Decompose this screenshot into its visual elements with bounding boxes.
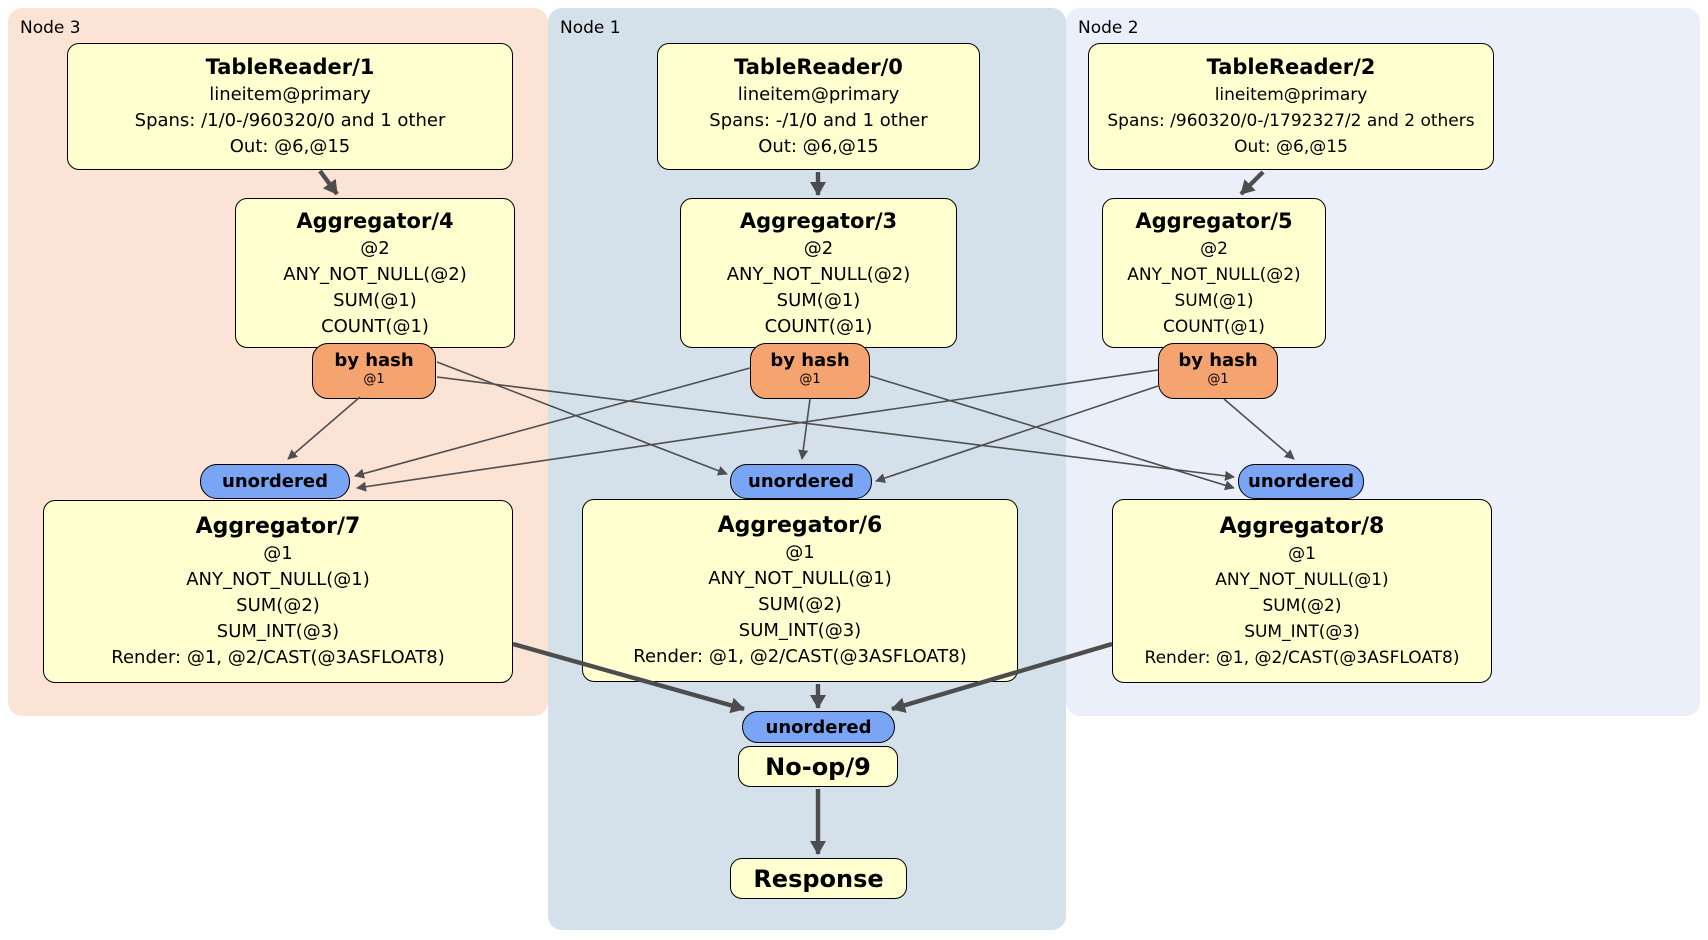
- aggregator7-box: Aggregator/7 @1 ANY_NOT_NULL(@1) SUM(@2)…: [43, 500, 513, 683]
- box-line: SUM(@1): [776, 289, 861, 311]
- box-title: Aggregator/6: [717, 513, 883, 538]
- box-line: @1: [1288, 543, 1316, 564]
- box-title: TableReader/1: [205, 55, 375, 79]
- box-line: @1: [785, 542, 815, 563]
- node1-label: Node 1: [560, 18, 621, 38]
- aggregator8-box: Aggregator/8 @1 ANY_NOT_NULL(@1) SUM(@2)…: [1112, 499, 1492, 683]
- box-line: Out: @6,@15: [1234, 137, 1348, 157]
- box-line: Out: @6,@15: [758, 136, 879, 157]
- box-title: TableReader/2: [1206, 55, 1376, 79]
- box-line: SUM(@1): [333, 289, 417, 311]
- box-title: TableReader/0: [734, 55, 903, 79]
- tablereader0-box: TableReader/0 lineitem@primary Spans: -/…: [657, 43, 980, 170]
- router-label: by hash: [1178, 350, 1258, 371]
- box-title: Response: [753, 864, 884, 893]
- box-line: SUM_INT(@3): [216, 621, 340, 642]
- by-hash-router-node2: by hash @1: [1158, 343, 1278, 399]
- tablereader2-box: TableReader/2 lineitem@primary Spans: /9…: [1088, 43, 1494, 170]
- box-line: @1: [263, 543, 293, 564]
- box-line: SUM(@2): [758, 594, 842, 615]
- response-box: Response: [730, 858, 907, 899]
- box-line: SUM_INT(@3): [1244, 621, 1360, 642]
- box-line: lineitem@primary: [737, 84, 900, 105]
- box-line: Out: @6,@15: [229, 136, 351, 157]
- noop-box: No-op/9: [738, 746, 898, 787]
- router-label: by hash: [770, 350, 850, 371]
- box-line: @2: [1200, 238, 1228, 259]
- box-line: lineitem@primary: [1214, 85, 1368, 105]
- box-title: Aggregator/7: [195, 514, 361, 539]
- box-line: @2: [360, 237, 390, 259]
- box-line: ANY_NOT_NULL(@2): [726, 263, 911, 285]
- unordered-sync-final: unordered: [742, 711, 895, 743]
- unordered-sync-node2: unordered: [1238, 464, 1364, 499]
- sync-label: unordered: [222, 471, 328, 492]
- box-line: COUNT(@1): [321, 315, 429, 337]
- box-line: Render: @1, @2/CAST(@3ASFLOAT8): [633, 646, 967, 667]
- box-title: Aggregator/3: [739, 208, 898, 233]
- router-detail: @1: [1207, 372, 1229, 387]
- box-line: lineitem@primary: [209, 84, 371, 105]
- box-title: No-op/9: [765, 752, 871, 781]
- aggregator5-box: Aggregator/5 @2 ANY_NOT_NULL(@2) SUM(@1)…: [1102, 198, 1326, 348]
- box-line: COUNT(@1): [764, 315, 873, 337]
- sync-label: unordered: [748, 471, 854, 492]
- box-line: Render: @1, @2/CAST(@3ASFLOAT8): [1144, 647, 1460, 668]
- box-line: Spans: -/1/0 and 1 other: [709, 110, 928, 131]
- router-label: by hash: [334, 350, 414, 371]
- box-line: @2: [803, 237, 834, 259]
- node3-label: Node 3: [20, 18, 81, 38]
- node2-label: Node 2: [1078, 18, 1139, 38]
- box-line: ANY_NOT_NULL(@2): [283, 263, 467, 285]
- aggregator3-box: Aggregator/3 @2 ANY_NOT_NULL(@2) SUM(@1)…: [680, 198, 957, 348]
- tablereader1-box: TableReader/1 lineitem@primary Spans: /1…: [67, 43, 513, 170]
- box-line: SUM(@2): [1262, 595, 1342, 616]
- by-hash-router-node3: by hash @1: [312, 343, 436, 399]
- box-title: Aggregator/5: [1135, 208, 1293, 233]
- by-hash-router-node1: by hash @1: [750, 343, 870, 399]
- unordered-sync-node3: unordered: [200, 464, 350, 499]
- box-line: Spans: /960320/0-/1792327/2 and 2 others: [1107, 111, 1475, 131]
- sync-label: unordered: [765, 716, 872, 738]
- box-line: Render: @1, @2/CAST(@3ASFLOAT8): [111, 647, 445, 668]
- unordered-sync-node1: unordered: [730, 464, 872, 499]
- box-title: Aggregator/8: [1219, 513, 1385, 539]
- aggregator4-box: Aggregator/4 @2 ANY_NOT_NULL(@2) SUM(@1)…: [235, 198, 515, 348]
- box-line: ANY_NOT_NULL(@1): [186, 569, 370, 590]
- sync-label: unordered: [1248, 471, 1354, 492]
- box-line: ANY_NOT_NULL(@1): [708, 568, 892, 589]
- box-line: SUM(@1): [1174, 290, 1254, 311]
- box-title: Aggregator/4: [296, 208, 454, 233]
- box-line: ANY_NOT_NULL(@2): [1127, 264, 1301, 285]
- router-detail: @1: [363, 372, 385, 387]
- aggregator6-box: Aggregator/6 @1 ANY_NOT_NULL(@1) SUM(@2)…: [582, 499, 1018, 682]
- box-line: COUNT(@1): [1163, 316, 1265, 337]
- box-line: Spans: /1/0-/960320/0 and 1 other: [134, 110, 446, 131]
- box-line: ANY_NOT_NULL(@1): [1215, 569, 1389, 590]
- router-detail: @1: [799, 372, 821, 387]
- box-line: SUM(@2): [236, 595, 320, 616]
- box-line: SUM_INT(@3): [738, 620, 862, 641]
